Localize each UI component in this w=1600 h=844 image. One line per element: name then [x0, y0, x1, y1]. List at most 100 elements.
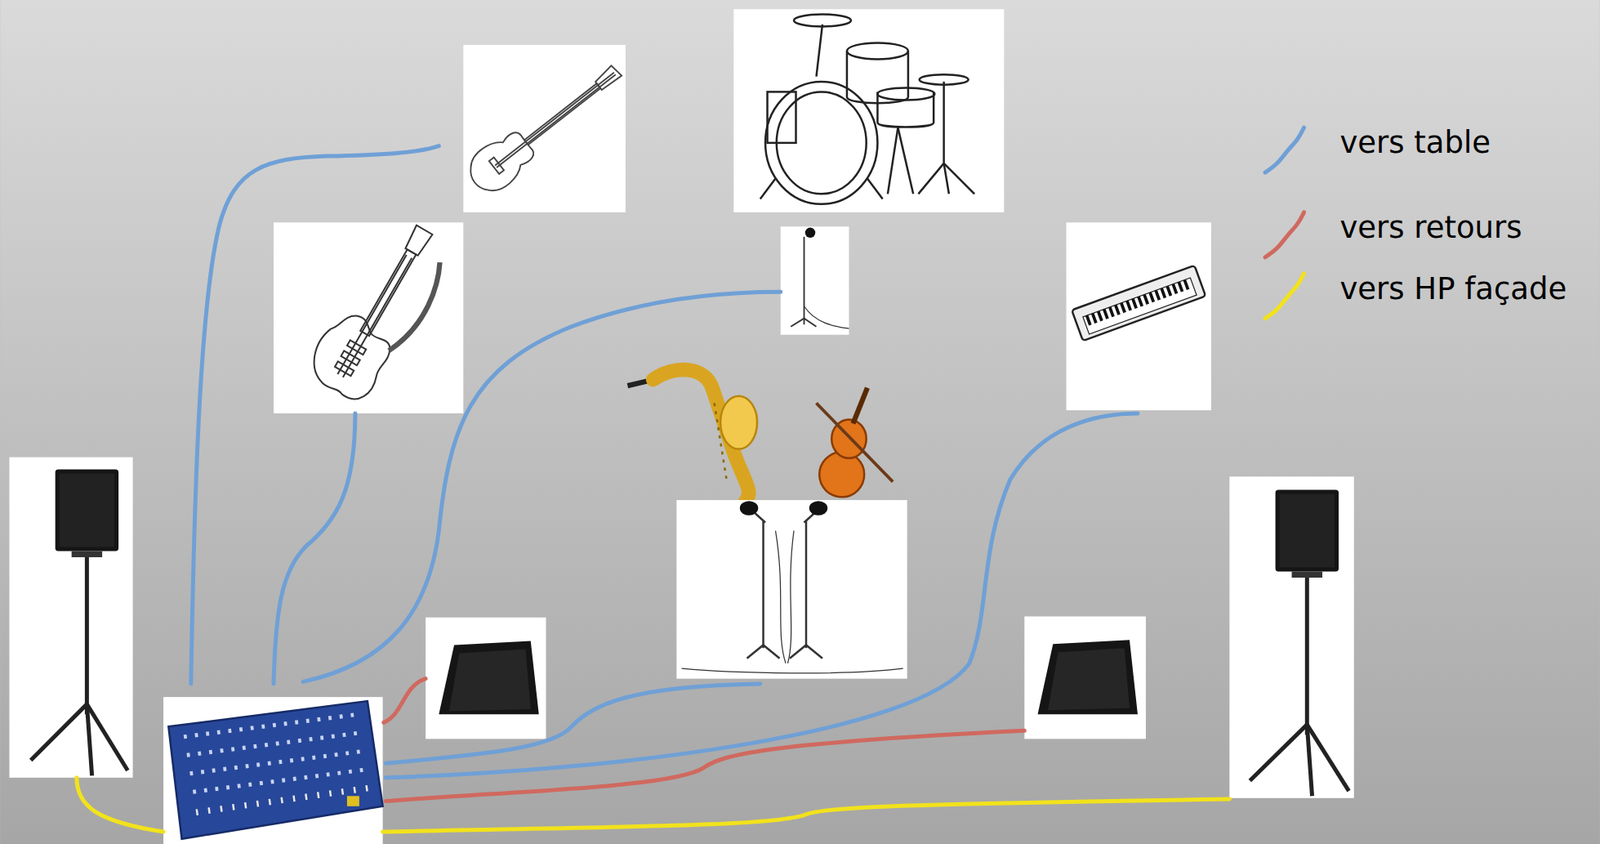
guitar-cable	[273, 413, 356, 684]
legend-swatches	[1265, 127, 1304, 319]
electric-guitar-picture-part-part	[337, 254, 406, 375]
instrument-mics-picture-part	[676, 499, 907, 679]
drum-kit-picture-part-part	[877, 91, 934, 127]
instrument-mics-picture-part-part	[755, 512, 766, 522]
right-pa-speaker-part	[1229, 476, 1354, 798]
instrument-mics-picture-part	[739, 500, 758, 515]
keyboard-picture	[1066, 222, 1212, 411]
electric-guitar-picture-part-part	[343, 258, 412, 378]
left-pa-speaker	[8, 457, 133, 778]
drum-kit-picture-part-part	[887, 127, 898, 194]
drum-kit-picture-part-part	[760, 178, 776, 200]
bass-cable	[191, 146, 440, 684]
instrument-mics-picture	[676, 499, 907, 679]
mixing-desk-part	[196, 787, 370, 812]
legend-sample-line	[1265, 273, 1304, 319]
instrument-mics-picture-part-part	[788, 530, 794, 664]
microphone-picture-part	[803, 306, 849, 329]
violin-picture-part	[815, 402, 893, 482]
drum-kit-picture-part-part	[944, 163, 975, 194]
left-monitor-part	[449, 648, 531, 711]
microphone-picture-part	[780, 226, 850, 335]
bass-guitar-picture-part-part	[494, 72, 615, 166]
right-pa-speaker-part	[1249, 577, 1349, 796]
instrument-mics-picture-part-part	[681, 668, 904, 673]
microphone-picture	[780, 226, 850, 335]
keyboard-picture-part-part	[1071, 265, 1206, 341]
electric-guitar-picture-part-part	[302, 305, 401, 407]
keyboard-picture-part-part	[1087, 280, 1189, 326]
drum-kit-picture-part-part	[944, 163, 950, 194]
saxophone-picture	[627, 369, 758, 503]
left-pa-speaker-part	[31, 557, 129, 776]
right-monitor-part	[1047, 647, 1130, 710]
mixing-desk-part	[168, 700, 383, 839]
saxophone-picture-part	[714, 402, 727, 480]
cables	[76, 146, 1230, 832]
drum-kit-picture-part-part	[846, 42, 909, 59]
instrument-mics-picture-part-part	[803, 512, 814, 522]
drum-kit-picture	[733, 8, 1004, 213]
legend-sample-line	[1265, 212, 1304, 258]
left-pa-speaker-part	[71, 551, 103, 558]
keyboard-picture-part-part	[1083, 277, 1197, 335]
instrument-mics-picture-part	[681, 512, 904, 673]
right-pa-speaker-part	[1279, 494, 1335, 568]
instrument-mics-picture-part-part	[789, 644, 823, 658]
vocal-mic-cable	[303, 291, 781, 682]
legend-label: vers HP façade	[1339, 273, 1567, 304]
bass-guitar-picture-part-part	[489, 157, 504, 174]
bass-guitar-picture	[461, 44, 632, 213]
drum-kit-picture-part	[760, 13, 975, 204]
bass-guitar-picture-part	[461, 53, 632, 200]
saxophone-picture-part	[720, 396, 758, 450]
right-pa-speaker	[1229, 476, 1354, 798]
drum-kit-picture-part-part	[942, 81, 945, 164]
right-pa-speaker-part	[1275, 490, 1339, 572]
drum-kit-picture-part-part	[897, 127, 914, 194]
right-monitor-part	[1038, 639, 1138, 714]
right-monitor-part	[1024, 615, 1146, 739]
instrument-mics-picture-part-part	[775, 530, 786, 664]
electric-guitar-picture-part-part	[347, 339, 366, 355]
electric-guitar-picture-part-part	[334, 361, 354, 376]
electric-guitar-picture-part-part	[360, 249, 416, 336]
left-pa-speaker-part	[55, 469, 119, 552]
left-pa-speaker-part	[59, 473, 115, 548]
mixing-desk-part	[347, 795, 360, 806]
instrument-mics-picture-part-part	[762, 520, 764, 648]
left-front-cable	[76, 777, 164, 832]
right-monitor	[1024, 615, 1146, 739]
left-pa-speaker-part-part	[86, 704, 128, 771]
instrument-mics-picture-part-part	[805, 520, 807, 648]
drum-kit-picture-part-part	[867, 178, 883, 200]
right-monitor-cable	[385, 730, 1025, 801]
right-pa-speaker-part	[1292, 570, 1323, 577]
drum-kit-picture-part-part	[765, 81, 878, 205]
right-pa-speaker-part-part	[1306, 724, 1349, 791]
left-monitor-cable	[383, 678, 426, 723]
left-monitor-part	[438, 640, 539, 714]
keyboard-picture-part	[1066, 222, 1212, 411]
right-pa-speaker-part-part	[1249, 724, 1307, 781]
left-monitor	[425, 617, 546, 740]
left-pa-speaker-part-part	[86, 704, 92, 776]
legend-label: vers table	[1339, 127, 1491, 158]
drum-kit-picture-part-part	[918, 163, 944, 194]
microphone-picture-part	[790, 318, 816, 327]
left-monitor-part	[425, 617, 546, 740]
drum-kit-picture-part-part	[767, 91, 797, 143]
mixing-desk-part	[183, 713, 367, 792]
keyboard-picture-part	[1071, 265, 1206, 341]
bass-guitar-picture-part-part	[496, 74, 616, 168]
electric-guitar-picture-part-part	[403, 225, 433, 257]
electric-guitar-picture	[273, 212, 464, 414]
violin-picture	[815, 387, 893, 498]
microphone-picture-part	[805, 227, 816, 238]
instrument-mics-picture-part	[809, 500, 828, 515]
violin-picture-part	[819, 451, 865, 497]
mixing-desk	[163, 696, 384, 844]
